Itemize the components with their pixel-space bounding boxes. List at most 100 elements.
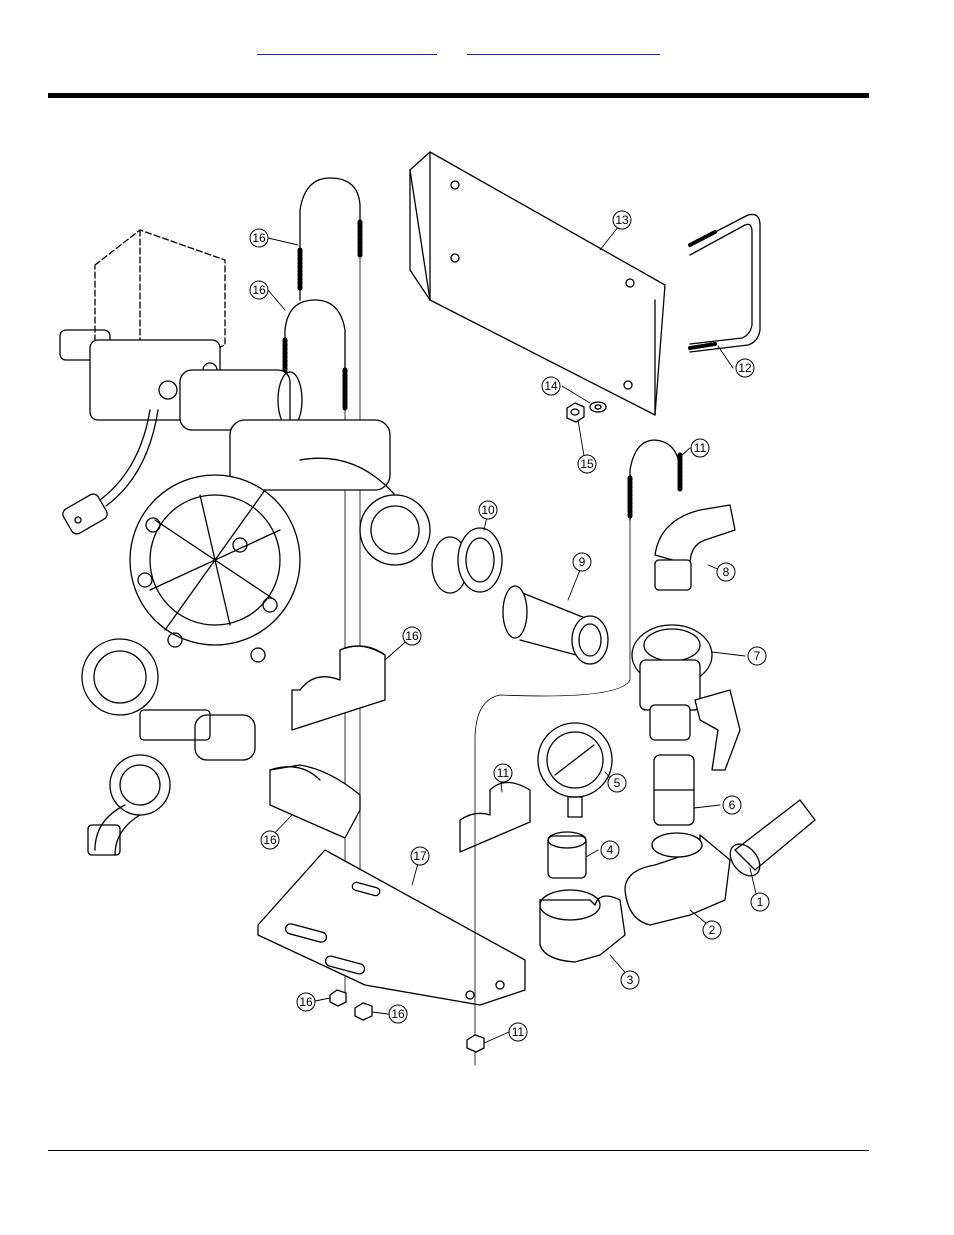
callout-circle bbox=[478, 500, 498, 520]
callout-number: 10 bbox=[481, 503, 495, 517]
callout-13: 13 bbox=[612, 210, 632, 230]
elbow-barb-8 bbox=[654, 504, 736, 591]
saddle-16-upper bbox=[291, 645, 386, 731]
callout-number: 16 bbox=[405, 629, 419, 643]
washer-14 bbox=[589, 401, 607, 413]
mounting-plate-13 bbox=[409, 151, 666, 416]
callout-11: 11 bbox=[508, 1022, 528, 1042]
callout-number: 11 bbox=[512, 1025, 525, 1039]
callout-number: 16 bbox=[252, 231, 266, 245]
tee-fitting-2 bbox=[624, 832, 731, 926]
callout-5: 5 bbox=[607, 773, 627, 793]
callout-number: 4 bbox=[607, 843, 614, 857]
callout-circle bbox=[600, 840, 620, 860]
callout-16: 16 bbox=[388, 1004, 408, 1024]
callout-circle bbox=[296, 992, 316, 1012]
header-link-left[interactable] bbox=[257, 40, 437, 55]
callout-number: 5 bbox=[614, 776, 621, 790]
callout-circle bbox=[716, 562, 736, 582]
saddle-16-lower bbox=[269, 764, 361, 839]
callout-16: 16 bbox=[402, 626, 422, 646]
callout-circle bbox=[402, 626, 422, 646]
valve-pump-assembly bbox=[59, 229, 431, 856]
callout-number: 16 bbox=[391, 1007, 405, 1021]
callout-number: 8 bbox=[723, 565, 730, 579]
header-rule bbox=[48, 93, 869, 98]
callout-number: 11 bbox=[694, 441, 707, 455]
callout-3: 3 bbox=[620, 970, 640, 990]
callout-circle bbox=[747, 646, 767, 666]
callout-16: 16 bbox=[249, 228, 269, 248]
header-link-right[interactable] bbox=[467, 40, 660, 55]
callout-circle bbox=[690, 438, 710, 458]
callout-number: 16 bbox=[263, 833, 277, 847]
callout-number: 14 bbox=[544, 379, 558, 393]
callout-circle bbox=[541, 376, 561, 396]
callout-number: 3 bbox=[627, 973, 634, 987]
callout-circle bbox=[249, 228, 269, 248]
callout-16: 16 bbox=[249, 280, 269, 300]
callout-16: 16 bbox=[260, 830, 280, 850]
hex-nipple-6 bbox=[653, 754, 695, 826]
callout-number: 1 bbox=[757, 895, 764, 909]
callout-10: 10 bbox=[478, 500, 498, 520]
nut-15 bbox=[566, 402, 585, 423]
callout-2: 2 bbox=[702, 920, 722, 940]
callout-number: 16 bbox=[252, 283, 266, 297]
callout-circle bbox=[260, 830, 280, 850]
callout-11: 11 bbox=[493, 763, 513, 783]
u-bolt-12 bbox=[688, 213, 761, 353]
callout-6: 6 bbox=[722, 795, 742, 815]
callout-7: 7 bbox=[747, 646, 767, 666]
callout-17: 17 bbox=[410, 846, 430, 866]
callout-8: 8 bbox=[716, 562, 736, 582]
callout-circle bbox=[607, 773, 627, 793]
callout-4: 4 bbox=[600, 840, 620, 860]
callout-11: 11 bbox=[690, 438, 710, 458]
callout-number: 17 bbox=[413, 849, 427, 863]
pressure-gauge-5 bbox=[537, 722, 613, 818]
flange-nut-16-right bbox=[354, 1002, 373, 1021]
callout-circle bbox=[722, 795, 742, 815]
u-bolt-16-top bbox=[297, 177, 363, 871]
flange-nut-11 bbox=[466, 1034, 485, 1053]
street-elbow-3 bbox=[539, 889, 626, 963]
callout-16: 16 bbox=[296, 992, 316, 1012]
callout-number: 7 bbox=[754, 649, 761, 663]
callout-circle bbox=[750, 892, 770, 912]
callout-circle bbox=[612, 210, 632, 230]
callout-number: 11 bbox=[497, 766, 510, 780]
bushing-4 bbox=[547, 831, 587, 879]
flange-nut-16-left bbox=[329, 989, 347, 1007]
callout-number: 15 bbox=[580, 457, 594, 471]
callout-circle bbox=[572, 552, 592, 572]
bushing-10 bbox=[431, 527, 503, 594]
callout-number: 6 bbox=[729, 798, 736, 812]
callout-9: 9 bbox=[572, 552, 592, 572]
callout-circle bbox=[735, 358, 755, 378]
callout-12: 12 bbox=[735, 358, 755, 378]
callout-circle bbox=[249, 280, 269, 300]
callout-circle bbox=[620, 970, 640, 990]
u-bolt-11 bbox=[474, 439, 683, 1066]
callout-circle bbox=[410, 846, 430, 866]
callout-number: 2 bbox=[709, 923, 716, 937]
callout-number: 13 bbox=[615, 213, 629, 227]
callout-number: 9 bbox=[579, 555, 586, 569]
callout-circle bbox=[388, 1004, 408, 1024]
callout-circle bbox=[577, 454, 597, 474]
callout-15: 15 bbox=[577, 454, 597, 474]
callout-circle bbox=[508, 1022, 528, 1042]
footer-rule bbox=[48, 1150, 869, 1151]
callout-number: 12 bbox=[738, 361, 752, 375]
hose-barb-1 bbox=[729, 799, 816, 877]
callout-1: 1 bbox=[750, 892, 770, 912]
pipe-nipple-9 bbox=[502, 585, 609, 665]
bracket-plate-17 bbox=[257, 849, 526, 1006]
saddle-11 bbox=[459, 781, 531, 853]
ball-valve-7 bbox=[631, 624, 741, 771]
callout-circle bbox=[702, 920, 722, 940]
callout-circle bbox=[493, 763, 513, 783]
